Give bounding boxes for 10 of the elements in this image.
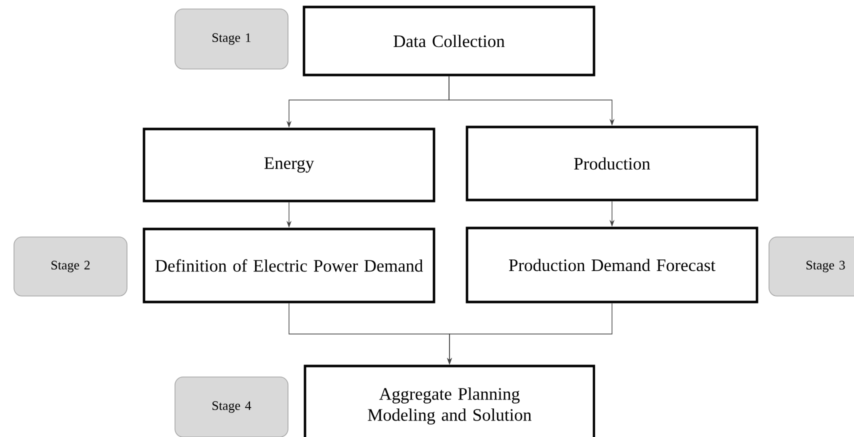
process-box: Energy bbox=[142, 128, 436, 202]
process-box: Production Demand Forecast bbox=[466, 226, 758, 304]
stage-label: Stage 4 bbox=[174, 376, 288, 437]
stage-label: Stage 1 bbox=[174, 8, 288, 70]
process-box: Aggregate Planning Modeling and Solution bbox=[304, 364, 596, 437]
stage-label: Stage 3 bbox=[768, 236, 854, 296]
process-box: Data Collection bbox=[302, 6, 596, 76]
process-box: Definition of Electric Power Demand bbox=[142, 228, 436, 304]
stage-label: Stage 2 bbox=[14, 236, 128, 296]
process-box: Production bbox=[466, 126, 758, 202]
